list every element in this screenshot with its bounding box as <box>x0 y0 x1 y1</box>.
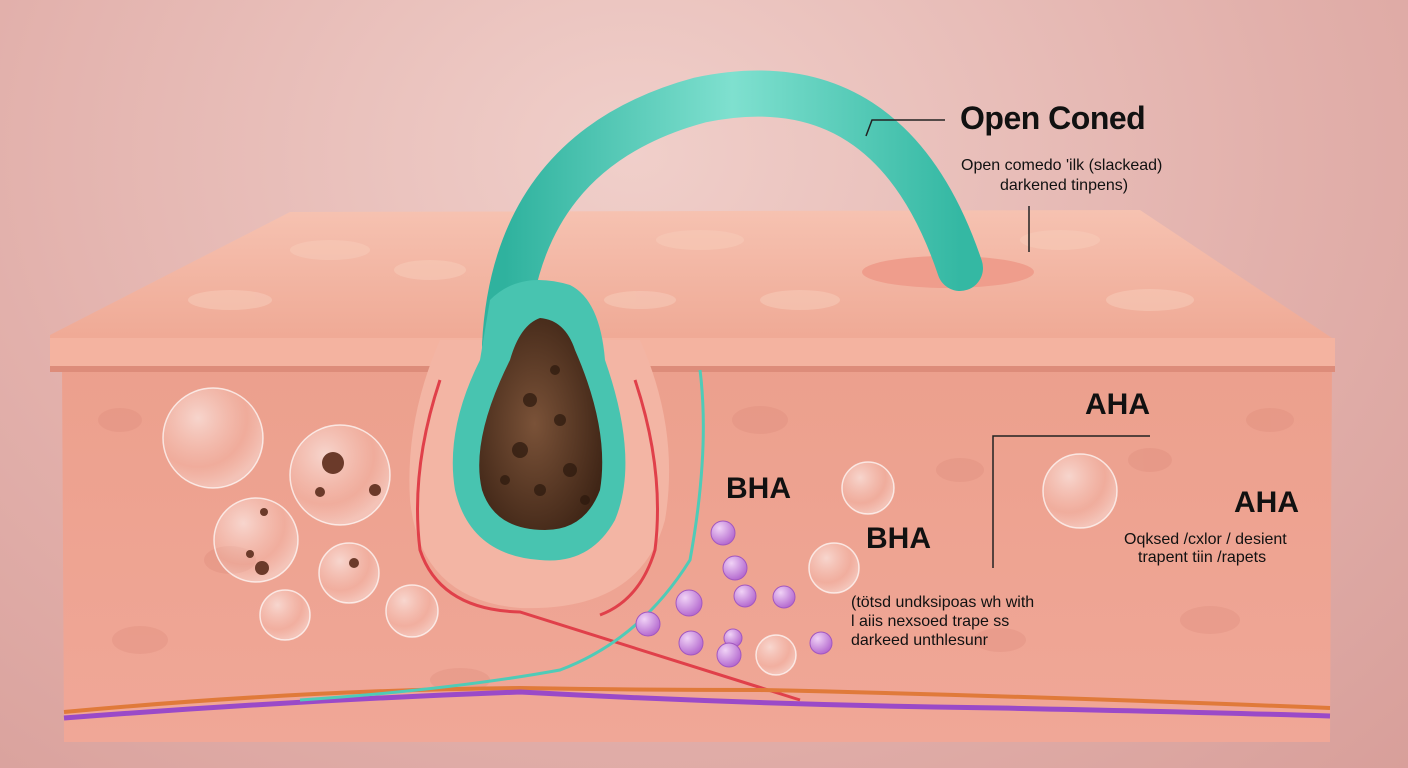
diagram-title: Open Coned <box>960 100 1146 136</box>
vessel-teal <box>299 369 705 702</box>
aha-note-line-2: trapent tiin /rapets <box>1138 549 1267 566</box>
bha-note-line-2: l aiis nexsoed trape ss <box>851 613 1010 630</box>
teal-tube-arch <box>482 70 983 368</box>
debris-dots <box>246 452 381 575</box>
bha-label-center: BHA <box>866 522 931 555</box>
follicle-red-line-right <box>599 379 659 617</box>
callout-line-title <box>865 119 945 137</box>
bha-note-line-3: darkeed unthlesunr <box>851 632 988 649</box>
subtitle-line-1: Open comedo 'ilk (slackead) <box>961 157 1163 174</box>
tissue-texture <box>98 406 1294 692</box>
bha-particles <box>635 520 833 668</box>
surface-edge-shade <box>50 366 1335 372</box>
follicle-red-line-left <box>416 379 801 702</box>
aha-note-line-1: Oqksed /cxlor / desient <box>1124 531 1287 548</box>
oil-bubbles <box>162 387 1118 676</box>
aha-label-right: AHA <box>1234 486 1299 519</box>
epidermis-surface <box>50 210 1335 368</box>
vessel-orange <box>63 685 1331 714</box>
aha-label-upper: AHA <box>1085 388 1150 421</box>
surface-edge <box>50 338 1335 368</box>
bha-label-left: BHA <box>726 472 791 505</box>
plug-texture <box>500 365 590 505</box>
bha-note-line-1: (tötsd undksipoas wh with <box>851 594 1035 611</box>
surface-texture <box>188 230 1194 311</box>
callout-line-aha <box>992 435 1150 568</box>
vessel-purple <box>63 689 1331 721</box>
subtitle-line-2: darkened tinpens) <box>1000 177 1129 194</box>
comedone-plug <box>479 318 603 530</box>
